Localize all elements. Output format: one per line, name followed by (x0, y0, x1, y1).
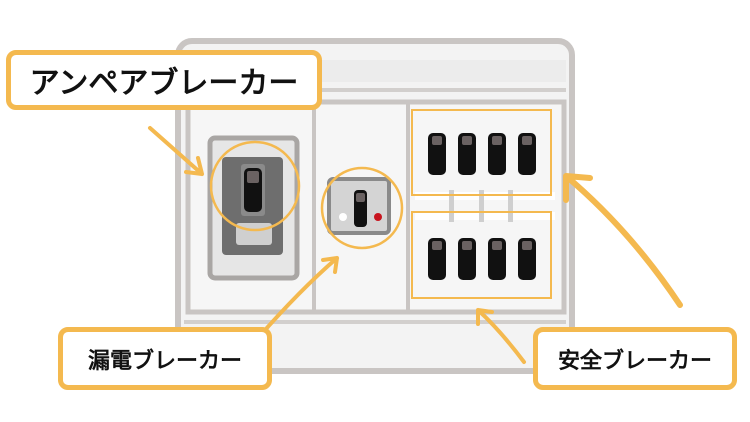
safety-highlight-bottom (411, 211, 552, 299)
indicator-red (374, 213, 382, 221)
leakage-highlight-circle (320, 166, 404, 250)
label-ampere-breaker: アンペアブレーカー (6, 50, 322, 110)
arrow-to-safety-bottom (476, 308, 526, 364)
safety-highlight-top (411, 109, 552, 196)
safety-breakers (411, 109, 555, 299)
label-leakage-breaker: 漏電ブレーカー (58, 327, 272, 390)
arrow-to-safety-top (563, 173, 683, 308)
leakage-breaker (320, 166, 404, 250)
label-safety-breaker: 安全ブレーカー (533, 327, 737, 390)
arrow-to-ampere (148, 126, 204, 176)
indicator-white (339, 213, 347, 221)
ampere-breaker (207, 135, 301, 281)
ampere-highlight-circle (209, 140, 301, 232)
